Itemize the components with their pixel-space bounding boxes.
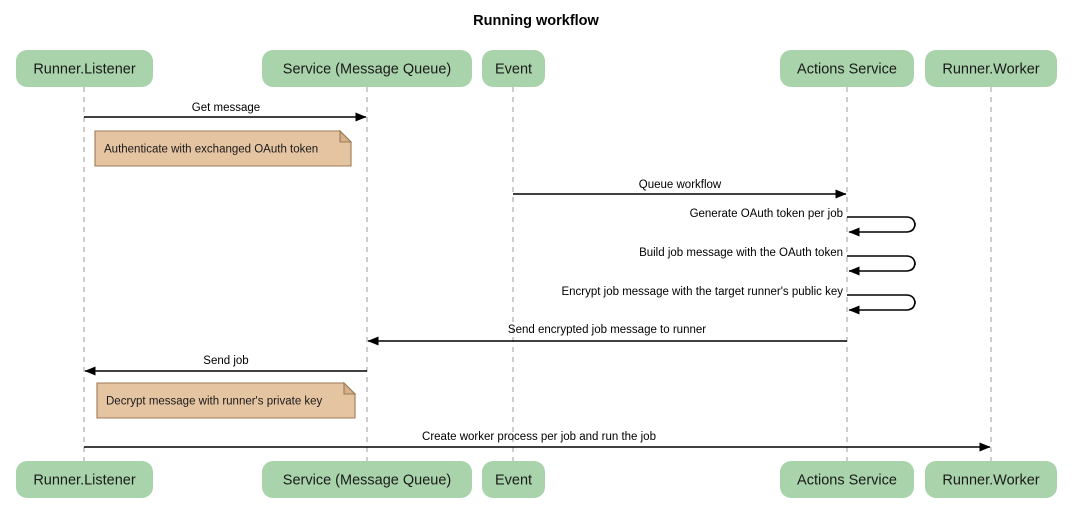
note-decrypt-message-with-runners-private-key: Decrypt message with runner's private ke… — [96, 381, 357, 419]
participant-label: Runner.Worker — [942, 472, 1039, 488]
message-label: Send encrypted job message to runner — [508, 324, 706, 336]
note-fold-corner-icon — [339, 129, 353, 143]
message-get-message: Get message — [84, 102, 367, 122]
participant-label: Event — [495, 472, 532, 488]
participant-label: Runner.Listener — [33, 61, 136, 77]
participant-box — [262, 461, 472, 498]
participant-actions-service-footer[interactable]: Actions Service — [780, 461, 914, 498]
participant-label: Runner.Worker — [942, 61, 1039, 77]
message-label: Build job message with the OAuth token — [639, 247, 843, 259]
participant-actions-service-header[interactable]: Actions Service — [780, 50, 914, 87]
message-label: Generate OAuth token per job — [690, 208, 843, 220]
message-send-job: Send job — [84, 355, 367, 376]
message-generate-oauth-token-per-job: Generate OAuth token per job — [690, 208, 916, 237]
participant-event-footer[interactable]: Event — [482, 461, 545, 498]
participant-box — [780, 50, 914, 87]
self-loop-path — [847, 294, 916, 315]
participant-box — [925, 461, 1057, 498]
message-label: Queue workflow — [639, 179, 722, 191]
note-body — [94, 130, 352, 167]
participant-box — [262, 50, 472, 87]
participant-runner-worker-footer[interactable]: Runner.Worker — [925, 461, 1057, 498]
message-label: Create worker process per job and run th… — [422, 431, 656, 443]
page-title: Running workflow — [473, 13, 599, 29]
participant-box — [780, 461, 914, 498]
participant-label: Actions Service — [797, 61, 897, 77]
self-loop-path — [847, 255, 916, 276]
self-loop-path — [847, 216, 916, 237]
participant-label: Event — [495, 61, 532, 77]
note-label: Decrypt message with runner's private ke… — [106, 396, 323, 408]
message-build-job-message-with-the-oauth-token: Build job message with the OAuth token — [639, 247, 916, 276]
participant-runner-listener-footer[interactable]: Runner.Listener — [16, 461, 153, 498]
participant-event-header[interactable]: Event — [482, 50, 545, 87]
participant-label: Service (Message Queue) — [283, 472, 451, 488]
note-fold-corner-icon — [343, 381, 357, 395]
message-label: Get message — [192, 102, 260, 114]
note-authenticate-with-exchanged-oauth-token: Authenticate with exchanged OAuth token — [94, 129, 353, 167]
participant-label: Service (Message Queue) — [283, 61, 451, 77]
note-body — [96, 382, 356, 419]
participant-label: Actions Service — [797, 472, 897, 488]
note-label: Authenticate with exchanged OAuth token — [104, 144, 318, 156]
message-encrypt-job-message-with-the-target-runners-public-key: Encrypt job message with the target runn… — [561, 286, 916, 315]
message-send-encrypted-job-message-to-runner: Send encrypted job message to runner — [367, 324, 847, 346]
message-create-worker-process-per-job-and-run-the-job: Create worker process per job and run th… — [84, 431, 991, 452]
lifelines-layer — [83, 87, 992, 461]
participant-box — [925, 50, 1057, 87]
participant-runner-listener-header[interactable]: Runner.Listener — [16, 50, 153, 87]
participant-runner-worker-header[interactable]: Runner.Worker — [925, 50, 1057, 87]
participant-service-message-queue-footer[interactable]: Service (Message Queue) — [262, 461, 472, 498]
participant-service-message-queue-header[interactable]: Service (Message Queue) — [262, 50, 472, 87]
participant-box — [16, 50, 153, 87]
message-label: Encrypt job message with the target runn… — [561, 286, 843, 298]
message-label: Send job — [203, 355, 248, 367]
message-queue-workflow: Queue workflow — [513, 179, 847, 199]
notes-layer: Authenticate with exchanged OAuth tokenD… — [94, 129, 357, 419]
participant-label: Runner.Listener — [33, 472, 136, 488]
participant-box — [482, 461, 545, 498]
participant-box — [16, 461, 153, 498]
participant-box — [482, 50, 545, 87]
